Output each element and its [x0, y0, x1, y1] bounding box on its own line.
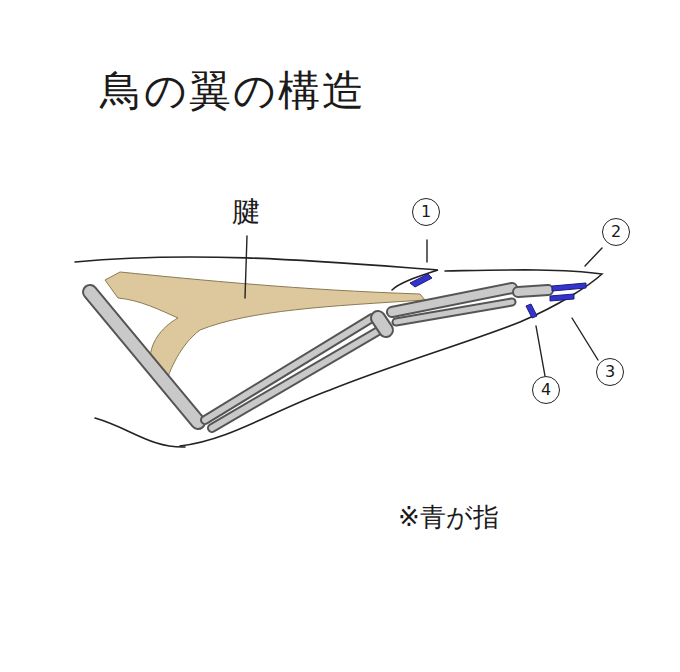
callout-number: 4: [532, 376, 560, 404]
bones: [90, 288, 548, 428]
leader-lines: [245, 236, 602, 376]
callout-number: 1: [412, 198, 440, 226]
callout-number: 3: [596, 358, 624, 386]
diagram-title: 鳥の翼の構造: [100, 70, 366, 112]
digits: [410, 274, 586, 318]
callout-number: 2: [602, 218, 630, 246]
note-text: ※青が指: [398, 504, 499, 530]
wing-outline-body: [95, 418, 185, 447]
part-label: 腱: [232, 198, 260, 226]
